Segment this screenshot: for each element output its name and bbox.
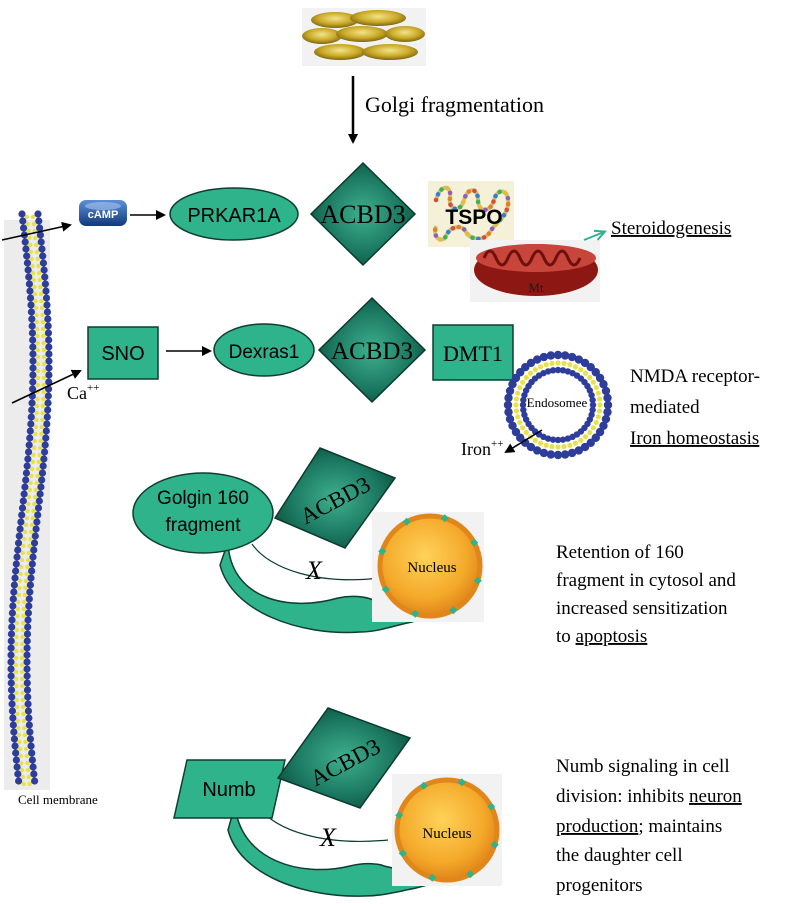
apoptosis-outcome-line1: Retention of 160 <box>556 542 684 563</box>
golgin160-node <box>132 472 274 554</box>
steroidogenesis-label: Steroidogenesis <box>611 218 731 239</box>
dmt1-label: DMT1 <box>443 341 503 366</box>
golgin160-label-line1: Golgin 160 <box>157 488 249 509</box>
golgi-apparatus-icon <box>302 8 426 66</box>
acbd3-diamond-4 <box>276 707 412 809</box>
endosome-label: Endosomee <box>527 395 588 410</box>
nucleus-label-3: Nucleus <box>407 560 456 576</box>
apoptosis-outcome-line2: fragment in cytosol and <box>556 570 736 591</box>
dmt1-box <box>432 324 514 381</box>
acbd3-diamond-3 <box>273 447 397 549</box>
steroidogenesis-arrow <box>583 232 604 241</box>
calcium-entry-arrow <box>11 369 82 404</box>
apoptosis-outcome-line3: increased sensitization <box>556 598 728 619</box>
calcium-label: Ca++ <box>67 382 99 403</box>
prkar1a-label: PRKAR1A <box>187 205 281 227</box>
dexras1-node <box>213 323 315 377</box>
tspo-protein-icon: TSPO <box>428 181 514 247</box>
sno-label: SNO <box>101 343 144 365</box>
nucleus-icon-3: Nucleus <box>372 512 484 622</box>
acbd3-diamond-1 <box>309 161 417 267</box>
transport-arrow-3-inner <box>251 543 381 581</box>
sno-box <box>87 326 159 380</box>
numb-outcome-line5: progenitors <box>556 875 643 896</box>
camp-entry-arrow <box>1 221 72 241</box>
nmda-outcome-line3: Iron homeostasis <box>630 428 759 449</box>
numb-outcome-line1: Numb signaling in cell <box>556 756 730 777</box>
numb-node <box>173 759 286 819</box>
tspo-label: TSPO <box>445 206 502 229</box>
numb-outcome-line4: the daughter cell <box>556 845 683 866</box>
iron-release-arrow <box>504 429 543 454</box>
iron-label: Iron++ <box>461 438 503 459</box>
numb-outcome-line2: division: inhibits neuron <box>556 786 742 807</box>
acbd3-diamond-2 <box>317 296 427 404</box>
cell-membrane-bilayer <box>7 210 53 787</box>
apoptosis-outcome-line4: to apoptosis <box>556 626 647 647</box>
nucleus-label-4: Nucleus <box>422 826 471 842</box>
nmda-outcome-line2: mediated <box>630 397 700 418</box>
acbd3-label-1: ACBD3 <box>320 200 405 229</box>
golgi-fragmentation-label: Golgi fragmentation <box>365 92 544 117</box>
acbd3-label-2: ACBD3 <box>331 338 413 365</box>
endosome-vesicle <box>503 350 613 460</box>
mt-label: Mt <box>528 280 544 295</box>
cell-membrane-label: Cell membrane <box>18 792 98 807</box>
camp-badge: cAMP <box>79 200 127 226</box>
camp-label: cAMP <box>88 209 119 221</box>
prkar1a-node <box>169 187 299 241</box>
numb-label: Numb <box>202 779 255 801</box>
dexras1-label: Dexras1 <box>229 342 300 363</box>
golgin160-label-line2: fragment <box>166 515 242 536</box>
nmda-outcome-line1: NMDA receptor- <box>630 366 760 387</box>
numb-outcome-line3: production; maintains <box>556 816 722 837</box>
mitochondrion-icon: Mt <box>470 240 600 302</box>
nucleus-icon-4: Nucleus <box>392 774 502 886</box>
block-x-mark-4: X <box>319 823 337 852</box>
block-x-mark-3: X <box>305 556 323 585</box>
